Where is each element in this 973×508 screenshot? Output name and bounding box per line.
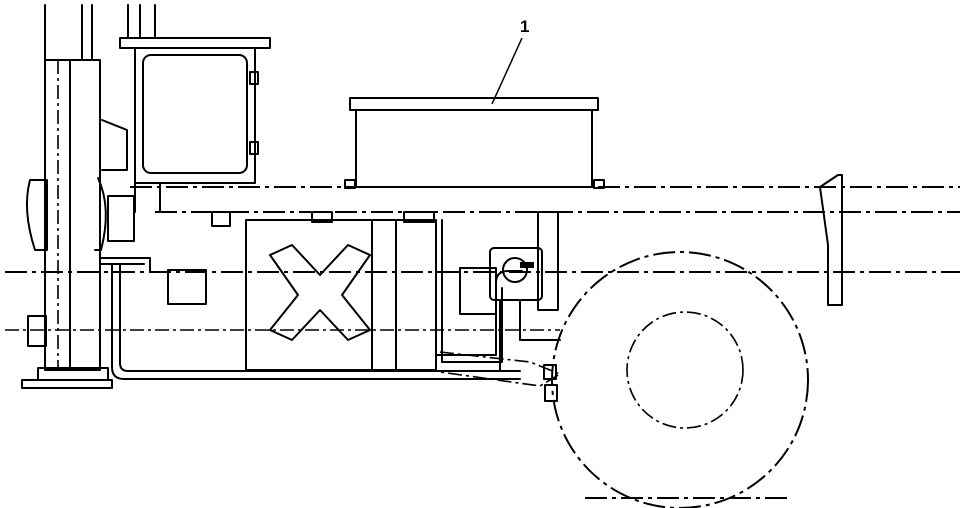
callout-1: 1 (491, 17, 529, 105)
tool-box (344, 97, 605, 189)
callout-1-label: 1 (520, 17, 529, 36)
pump-assembly (459, 211, 561, 371)
rear-wheel (551, 251, 809, 508)
suspension-bracket (439, 351, 562, 402)
outrigger-column (21, 4, 135, 389)
piping (99, 219, 523, 380)
control-box (119, 4, 271, 213)
fuel-tank (211, 211, 437, 371)
rear-mud-flap-bracket (819, 174, 843, 306)
